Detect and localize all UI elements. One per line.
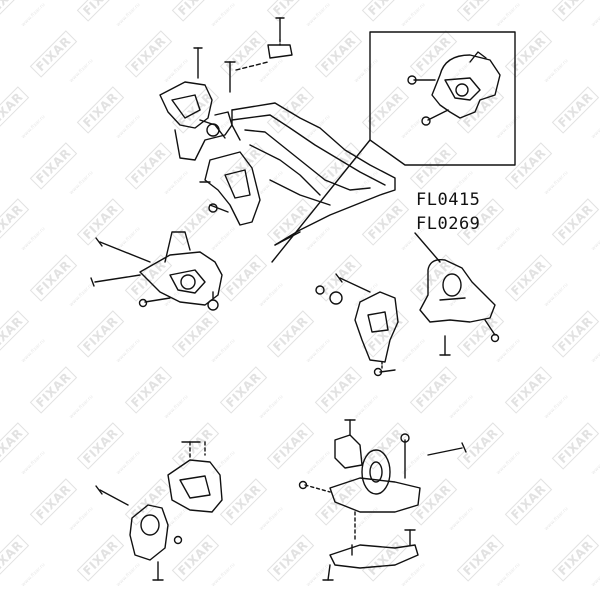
middle-right-mount (315, 232, 500, 377)
inset-detail-box (271, 31, 516, 263)
part-number-fl0269: FL0269 (416, 214, 481, 234)
bottom-left-mount (95, 441, 223, 581)
top-left-mount (159, 17, 293, 226)
middle-left-mount (90, 231, 223, 311)
part-number-fl0415: FL0415 (416, 190, 481, 210)
bottom-right-mount (298, 419, 467, 581)
